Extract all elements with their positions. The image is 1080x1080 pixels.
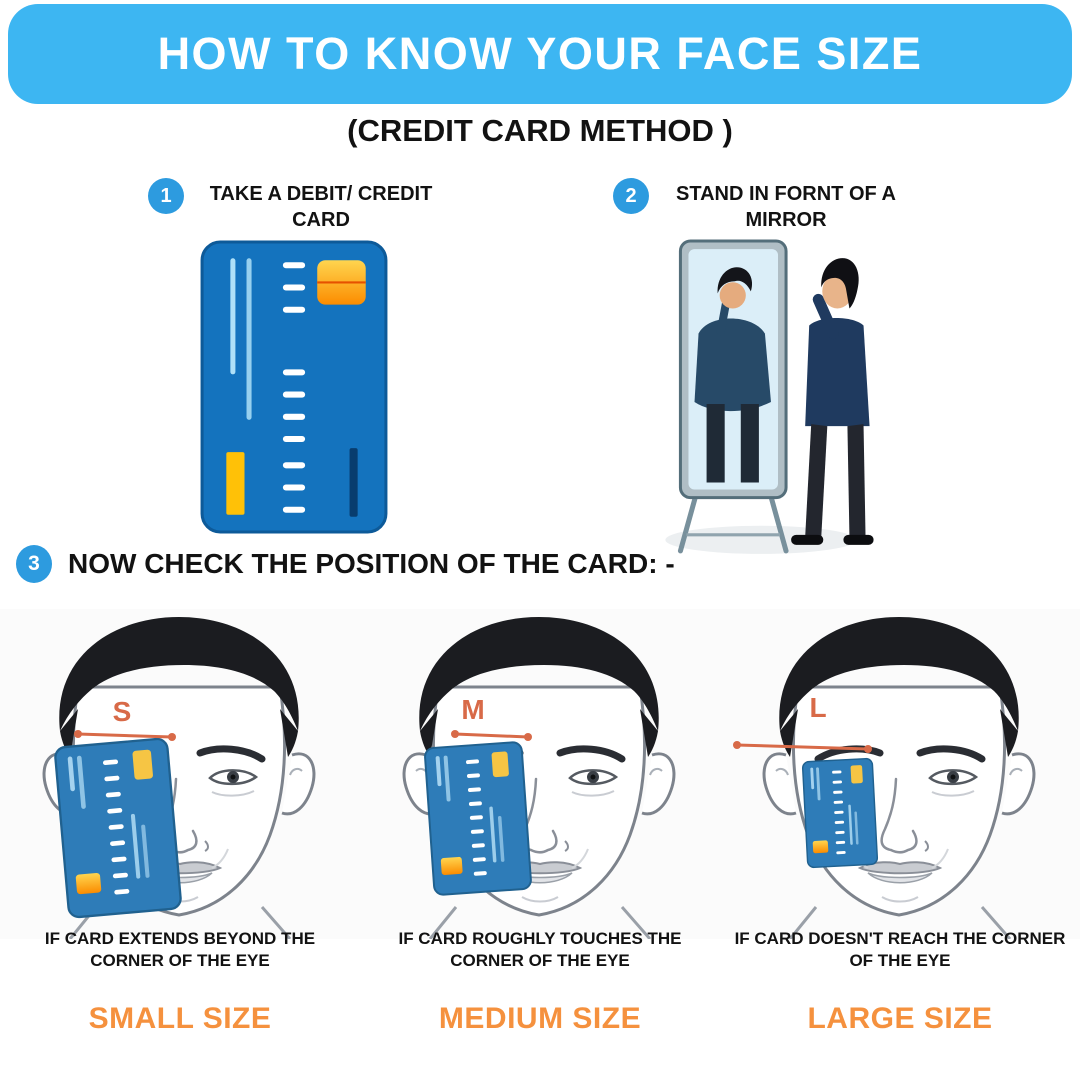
step-2-header: 2 STAND IN FORNT OF A MIRROR bbox=[613, 178, 923, 233]
title-banner: HOW TO KNOW YOUR FACE SIZE bbox=[8, 4, 1072, 104]
caption-medium: IF CARD ROUGHLY TOUCHES THE CORNER OF TH… bbox=[398, 929, 682, 971]
credit-card-illustration bbox=[198, 238, 390, 536]
card-overlay-medium bbox=[423, 740, 533, 897]
face-panel-small: S bbox=[0, 608, 360, 940]
mirror-scene-graphic bbox=[665, 239, 874, 554]
face-panel-large: L bbox=[720, 608, 1080, 940]
face-small-graphic: S bbox=[0, 608, 360, 940]
step-3-header: 3 NOW CHECK THE POSITION OF THE CARD: - bbox=[16, 545, 675, 583]
step-2-badge: 2 bbox=[613, 178, 649, 214]
step-1-label: TAKE A DEBIT/ CREDIT CARD bbox=[209, 183, 433, 231]
subtitle: (CREDIT CARD METHOD ) bbox=[347, 113, 733, 148]
size-letter-small: S bbox=[113, 696, 132, 727]
step-2-label: STAND IN FORNT OF A MIRROR bbox=[676, 183, 896, 231]
step-3-label: NOW CHECK THE POSITION OF THE CARD: - bbox=[68, 548, 675, 579]
mirror-reflection bbox=[694, 267, 771, 483]
mirror-illustration bbox=[645, 233, 907, 565]
size-letter-medium: M bbox=[461, 694, 484, 725]
step-3-badge: 3 bbox=[16, 545, 52, 583]
card-overlay-small bbox=[53, 737, 183, 919]
face-panel-medium: M bbox=[360, 608, 720, 940]
caption-small: IF CARD EXTENDS BEYOND THE CORNER OF THE… bbox=[44, 929, 316, 971]
card-overlay-large bbox=[801, 757, 879, 869]
step-1-header: 1 TAKE A DEBIT/ CREDIT CARD bbox=[148, 178, 458, 233]
size-label-large: LARGE SIZE bbox=[807, 1002, 993, 1035]
size-letter-large: L bbox=[809, 692, 826, 723]
face-medium-graphic: M bbox=[360, 608, 720, 940]
face-large-graphic: L bbox=[720, 608, 1080, 940]
credit-card-graphic bbox=[200, 240, 388, 534]
size-label-medium: MEDIUM SIZE bbox=[438, 1002, 642, 1035]
page-title: HOW TO KNOW YOUR FACE SIZE bbox=[157, 28, 923, 79]
size-label-small: SMALL SIZE bbox=[88, 1002, 272, 1035]
caption-large: IF CARD DOESN'T REACH THE CORNER OF THE … bbox=[734, 929, 1066, 971]
step-1-badge: 1 bbox=[148, 178, 184, 214]
